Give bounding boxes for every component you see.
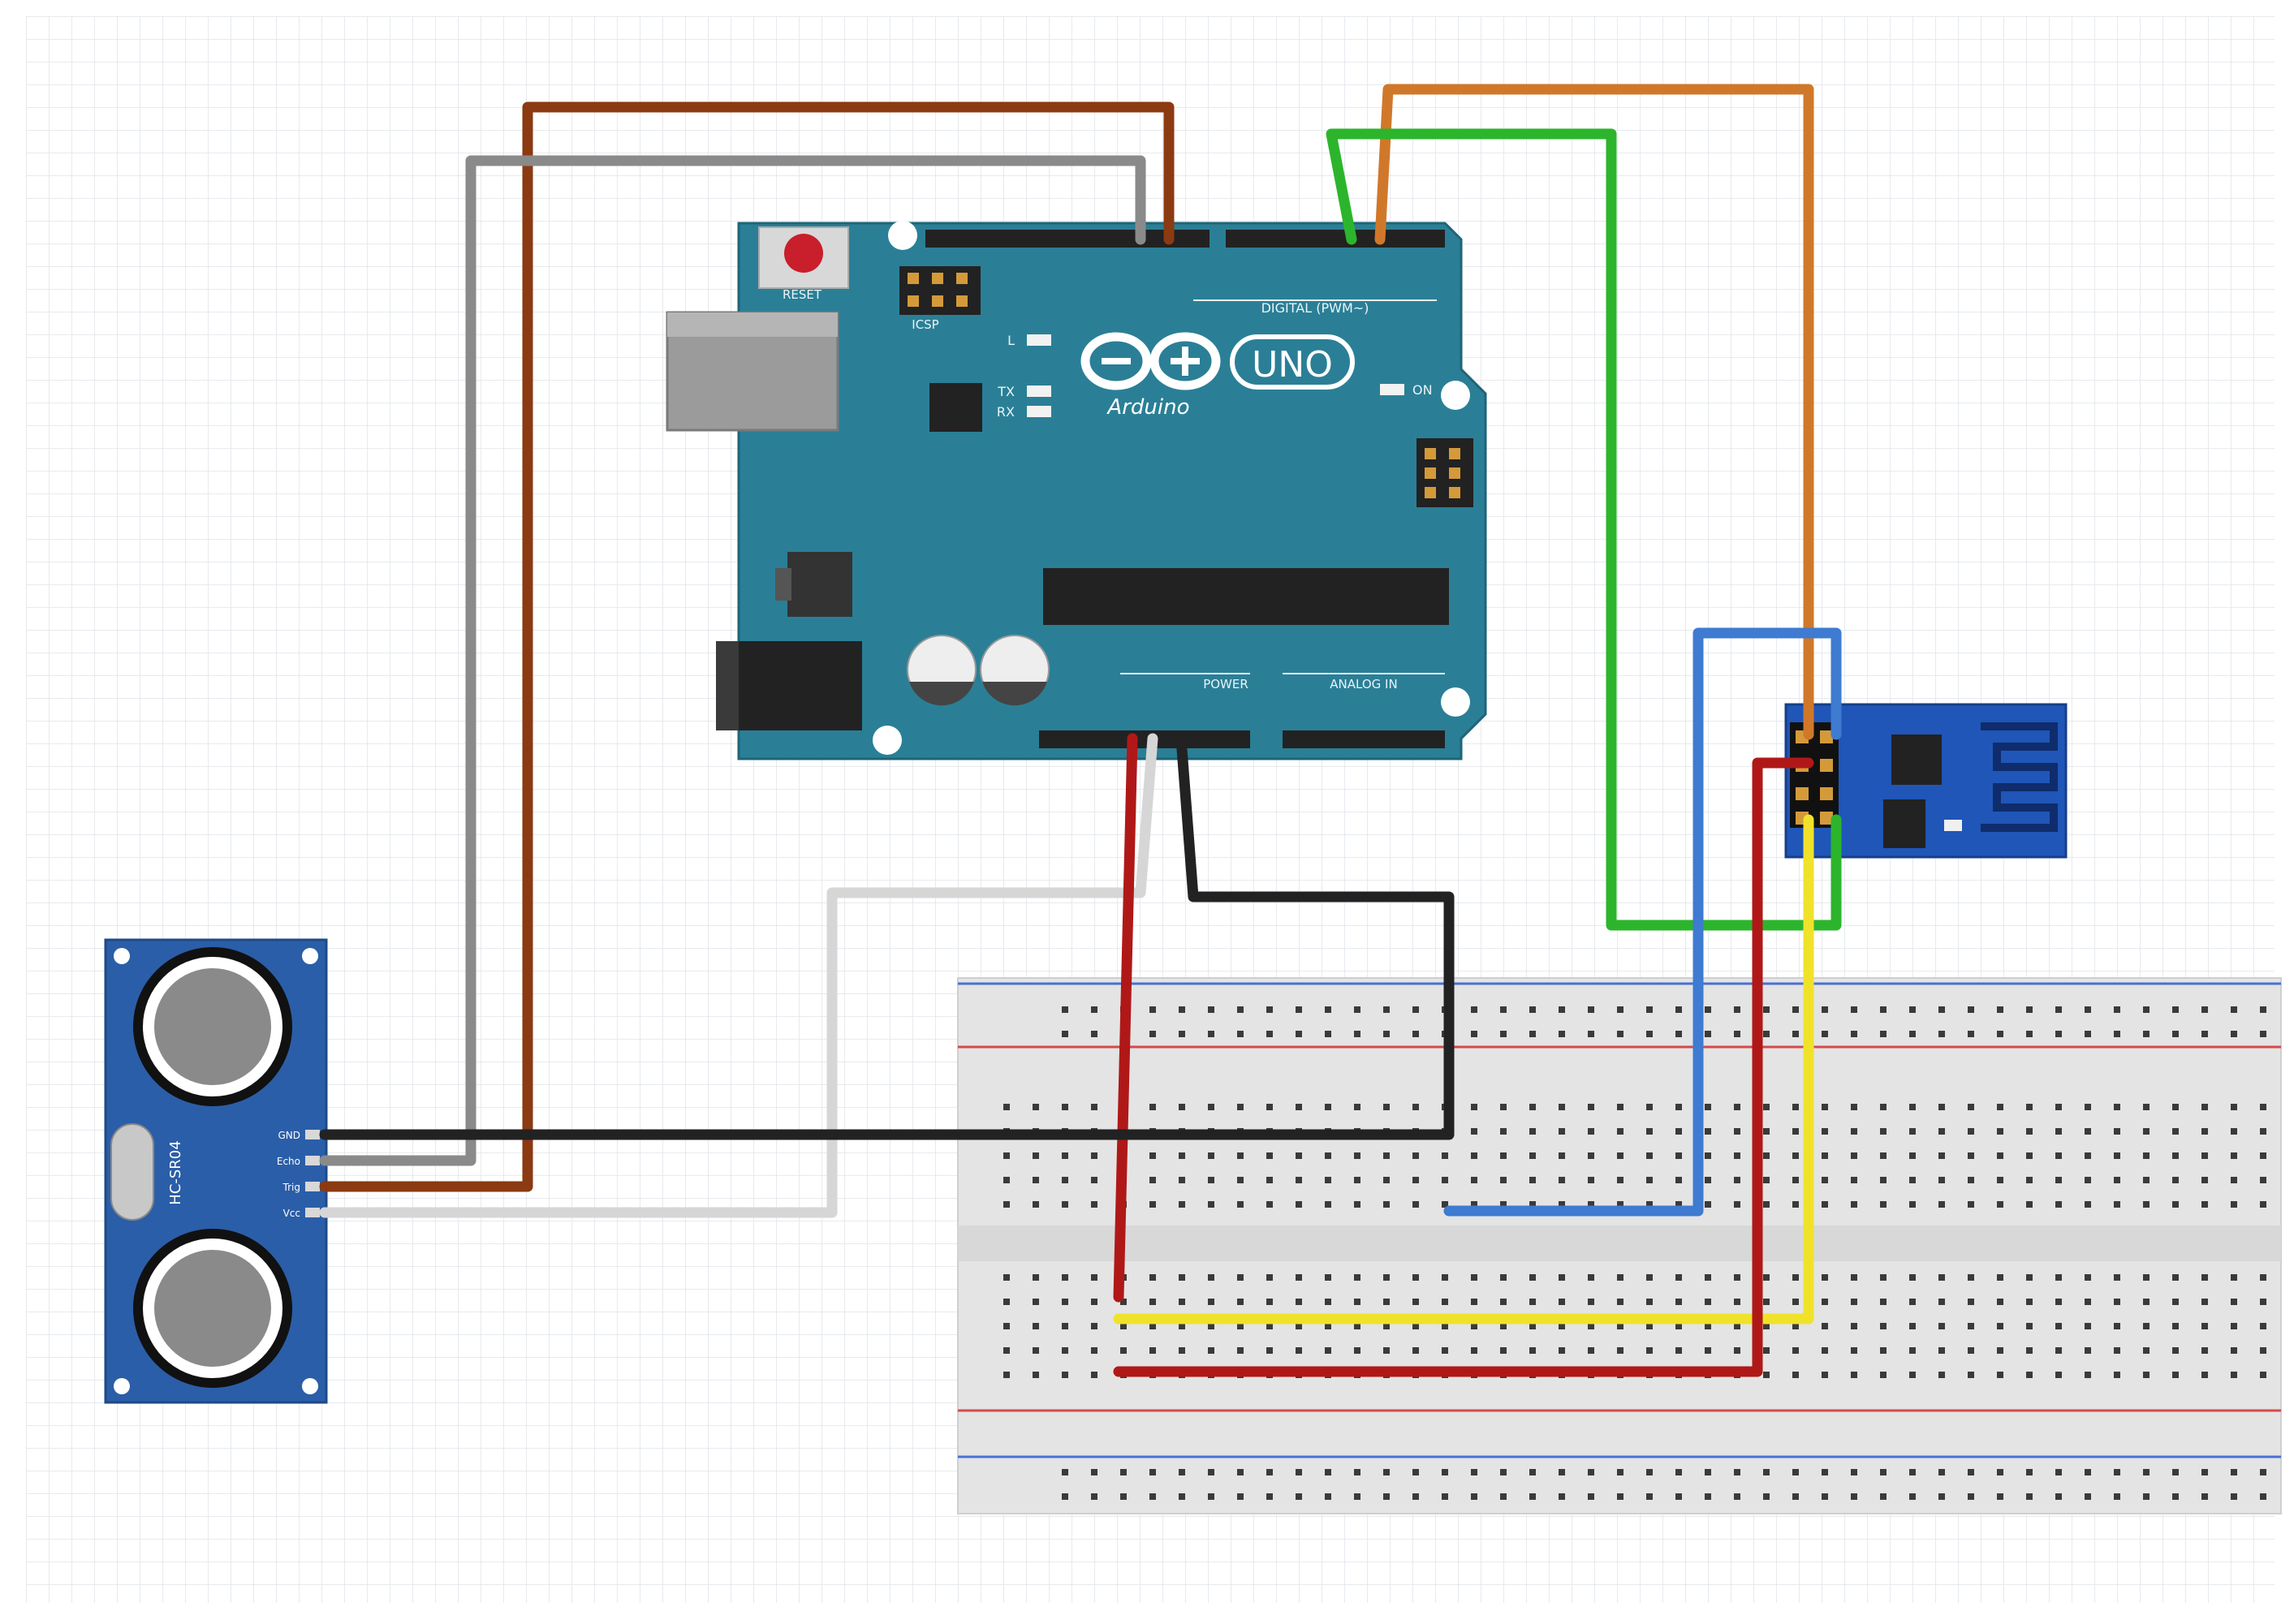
arduino-logo-icon (1080, 332, 1355, 390)
sensor-pin-label-gnd: GND (278, 1130, 300, 1141)
voltage-regulator (787, 552, 852, 617)
arduino-uno-board: RESET ICSP DIGITAL (PWM~) L TX RX ON (666, 221, 1487, 760)
sensor-pin-label-echo: Echo (277, 1156, 300, 1167)
led-on (1380, 384, 1404, 395)
mounting-hole (873, 726, 902, 755)
power-jack (716, 641, 862, 730)
wire-blue-esp (1443, 627, 1842, 1217)
mounting-hole (302, 948, 318, 964)
analog-header (1283, 730, 1445, 748)
icsp-header (899, 266, 981, 315)
breadboard (957, 977, 2282, 1514)
sensor-pin-label-trig: Trig (282, 1182, 300, 1193)
breadboard-terminal-upper (982, 1088, 2273, 1209)
mounting-hole (1441, 381, 1470, 410)
power-header (1039, 730, 1250, 748)
atmega-chip (1043, 568, 1449, 625)
breadboard-channel (958, 1226, 2281, 1261)
esp-led (1944, 820, 1962, 831)
wire-black-gnd (319, 733, 1455, 1140)
breadboard-rail-top-holes (1039, 992, 2273, 1040)
wire-white-vcc (319, 733, 1158, 1218)
led-l-label: L (1007, 333, 1015, 348)
mounting-hole (1441, 687, 1470, 717)
esp-flash-chip (1883, 799, 1925, 848)
ultrasonic-sensor: HC-SR04 GND Echo Trig Vcc (104, 938, 328, 1404)
icsp-label: ICSP (912, 317, 938, 332)
led-rx (1027, 406, 1051, 417)
sensor-model-label: HC-SR04 (167, 1140, 184, 1204)
digital-header-right (1226, 230, 1445, 248)
esp8266-module (1784, 703, 2068, 859)
icsp2-header (1417, 438, 1473, 507)
wires (319, 84, 1842, 1377)
sensor-pin (305, 1182, 320, 1191)
wire-red-esp (1113, 757, 1814, 1377)
sensor-pin (305, 1130, 320, 1139)
arduino-brand-text: Arduino (1106, 395, 1189, 420)
mounting-hole (114, 1378, 130, 1394)
esp-chip (1891, 734, 1942, 785)
breadboard-rail-bottom-holes (1039, 1453, 2273, 1501)
transducer-top-icon (133, 947, 292, 1106)
digital-label: DIGITAL (PWM~) (1261, 300, 1369, 316)
wifi-antenna-icon (1981, 722, 2058, 832)
led-tx-label: TX (997, 384, 1015, 399)
sensor-pin (305, 1208, 320, 1217)
wire-red-5v (1113, 733, 1138, 1303)
reset-label: RESET (783, 287, 822, 302)
mounting-hole (114, 948, 130, 964)
led-tx (1027, 386, 1051, 397)
transducer-bottom-icon (133, 1229, 292, 1388)
wire-brown-trig (319, 101, 1175, 1192)
wire-yellow-esp (1113, 814, 1814, 1325)
wire-green-esp (1326, 128, 1842, 931)
led-on-label: ON (1412, 382, 1433, 398)
mounting-hole (302, 1378, 318, 1394)
wire-gray-echo (319, 155, 1146, 1166)
wire-orange-esp (1374, 84, 1814, 740)
sensor-pin-label-vcc: Vcc (283, 1208, 300, 1219)
sensor-pin (305, 1156, 320, 1165)
analog-label: ANALOG IN (1330, 677, 1397, 691)
led-rx-label: RX (997, 404, 1015, 420)
power-label: POWER (1203, 677, 1248, 691)
mounting-hole (888, 221, 917, 250)
usb-chip (929, 383, 982, 432)
crystal-oscillator (110, 1123, 154, 1221)
led-l (1027, 334, 1051, 346)
uno-logo-text: UNO (1252, 344, 1333, 386)
